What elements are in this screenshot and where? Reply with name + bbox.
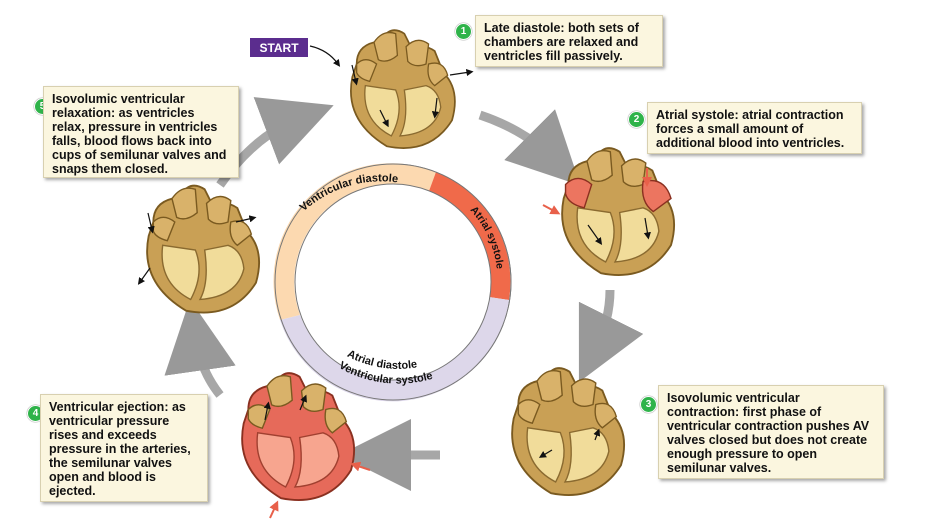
step-1-badge: 1	[455, 23, 472, 40]
step-1-number: 1	[460, 26, 467, 37]
step-2-box: Atrial systole: atrial contraction force…	[647, 102, 862, 154]
heart-ventricular-ejection-image	[241, 372, 356, 501]
start-badge: START	[250, 38, 308, 57]
heart-late-diastole-image	[349, 29, 456, 150]
step-2-text: Atrial systole: atrial contraction force…	[656, 108, 845, 150]
start-label: START	[259, 40, 299, 55]
step-2-badge: 2	[628, 111, 645, 128]
step-1-box: Late diastole: both sets of chambers are…	[475, 15, 663, 67]
step-3-text: Isovolumic ventricular contraction: firs…	[667, 391, 870, 475]
heart-atrial-systole-image	[561, 147, 676, 276]
heart-isovolumic-relaxation-image	[146, 184, 261, 314]
contraction-arrows	[269, 168, 652, 519]
step-1-text: Late diastole: both sets of chambers are…	[484, 21, 639, 63]
step-2-number: 2	[633, 114, 640, 125]
step-3-number: 3	[645, 399, 652, 410]
ventricular-diastole-segment	[273, 163, 436, 320]
ventricular-systole-segment	[280, 297, 509, 402]
start-pointer-arrow	[309, 45, 341, 67]
step-4-text: Ventricular ejection: as ventricular pre…	[49, 400, 191, 498]
step-5-box: Isovolumic ventricular relaxation: as ve…	[43, 86, 239, 178]
step-4-number: 4	[32, 408, 39, 419]
step-5-text: Isovolumic ventricular relaxation: as ve…	[52, 92, 227, 176]
step-4-box: Ventricular ejection: as ventricular pre…	[40, 394, 208, 502]
step-3-box: Isovolumic ventricular contraction: firs…	[658, 385, 884, 479]
step-5-number: 5	[40, 101, 46, 112]
blood-flow-arrows	[137, 64, 651, 458]
cycle-ring: Ventricular diastole Atrial systole Atri…	[273, 163, 512, 402]
step-3-badge: 3	[640, 396, 657, 413]
heart-isovolumic-contraction-image	[511, 367, 626, 496]
